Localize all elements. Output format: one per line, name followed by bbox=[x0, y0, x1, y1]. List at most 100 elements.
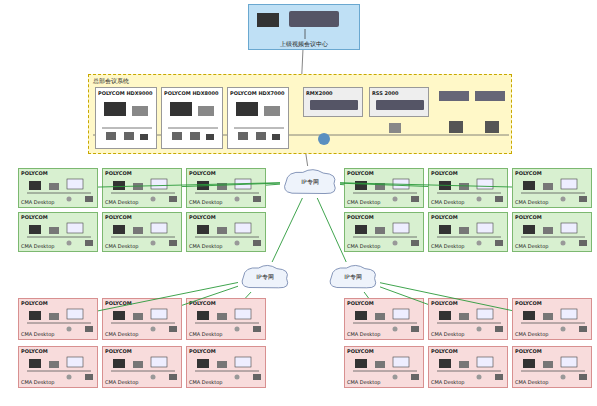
site-box: POLYCOM CMA Desktop bbox=[18, 346, 98, 388]
network-link bbox=[302, 50, 303, 74]
site-box: POLYCOMCMA Desktop bbox=[102, 298, 182, 340]
node-caption: CMA Desktop bbox=[189, 379, 222, 386]
network-cloud: IP专网 bbox=[280, 166, 340, 198]
site-box: POLYCOM CMA Desktop bbox=[102, 168, 182, 208]
node-title: POLYCOM bbox=[431, 348, 458, 355]
network-link bbox=[98, 282, 238, 310]
device-icons bbox=[162, 88, 224, 150]
node-caption: CMA Desktop bbox=[105, 199, 138, 206]
site-box: POLYCOM CMA Desktop bbox=[186, 168, 266, 208]
node-title: POLYCOM bbox=[105, 348, 132, 355]
node-title: POLYCOM bbox=[515, 214, 542, 221]
node-caption: CMA Desktop bbox=[347, 331, 380, 338]
network-link bbox=[98, 183, 280, 187]
node-caption: CMA Desktop bbox=[347, 243, 380, 250]
network-cloud: IP专网 bbox=[326, 262, 380, 292]
device-icons bbox=[228, 88, 290, 150]
node-title: POLYCOM HDX8000 bbox=[164, 90, 219, 97]
network-link bbox=[364, 292, 368, 298]
node-caption: CMA Desktop bbox=[515, 243, 548, 250]
site-box: POLYCOM CMA Desktop bbox=[186, 298, 266, 340]
node-caption: CMA Desktop bbox=[105, 379, 138, 386]
site-box: 上级视频会议中心 bbox=[248, 4, 360, 50]
site-box: POLYCOMCMA Desktop bbox=[344, 168, 424, 208]
site-box: POLYCOM HDX8000 bbox=[161, 87, 223, 149]
node-title: 上级视频会议中心 bbox=[249, 40, 359, 47]
node-title: POLYCOM bbox=[189, 214, 216, 221]
node-caption: CMA Desktop bbox=[515, 379, 548, 386]
node-title: POLYCOM bbox=[105, 214, 132, 221]
site-box: POLYCOM CMA Desktop bbox=[512, 298, 592, 340]
node-caption: CMA Desktop bbox=[189, 199, 222, 206]
site-box: POLYCOM HDX7000 bbox=[227, 87, 289, 149]
node-title: RMX2000 bbox=[306, 90, 333, 97]
network-link bbox=[380, 287, 428, 305]
node-title: IP专网 bbox=[238, 273, 292, 280]
node-caption: CMA Desktop bbox=[431, 199, 464, 206]
node-caption: CMA Desktop bbox=[189, 331, 222, 338]
node-caption: CMA Desktop bbox=[347, 379, 380, 386]
site-box: POLYCOMCMA Desktop bbox=[512, 168, 592, 208]
site-box: POLYCOM CMA Desktop bbox=[428, 212, 508, 252]
node-title: POLYCOM bbox=[515, 348, 542, 355]
node-title: POLYCOM HDX9000 bbox=[98, 90, 153, 97]
site-box: POLYCOM CMA Desktop bbox=[428, 168, 508, 208]
node-title: IP专网 bbox=[280, 178, 340, 185]
node-caption: CMA Desktop bbox=[189, 243, 222, 250]
network-link bbox=[246, 292, 252, 298]
site-box: POLYCOM CMA Desktop bbox=[512, 346, 592, 388]
network-link bbox=[306, 154, 308, 166]
node-title: POLYCOM bbox=[347, 300, 374, 307]
network-link bbox=[182, 183, 280, 187]
node-title: POLYCOM bbox=[431, 300, 458, 307]
site-box: RMX2000 bbox=[303, 87, 363, 117]
node-title: POLYCOM bbox=[347, 348, 374, 355]
site-box: POLYCOMCMA Desktop bbox=[428, 298, 508, 340]
node-title: POLYCOM bbox=[189, 300, 216, 307]
node-caption: CMA Desktop bbox=[21, 199, 54, 206]
node-title: POLYCOM bbox=[21, 170, 48, 177]
site-box: POLYCOM CMA Desktop bbox=[18, 168, 98, 208]
node-caption: CMA Desktop bbox=[21, 331, 54, 338]
node-title: IP专网 bbox=[326, 273, 380, 280]
device-icons bbox=[96, 88, 158, 150]
node-title: POLYCOM bbox=[515, 300, 542, 307]
node-caption: CMA Desktop bbox=[21, 379, 54, 386]
node-title: POLYCOM bbox=[347, 214, 374, 221]
headquarters-band: 总部会议系统 POLYCOM HDX9000 POLYCOM HDX8000 POLY… bbox=[88, 74, 512, 154]
node-title: POLYCOM bbox=[105, 170, 132, 177]
node-caption: CMA Desktop bbox=[431, 243, 464, 250]
network-link bbox=[317, 198, 346, 262]
node-title: POLYCOM bbox=[515, 170, 542, 177]
site-box: POLYCOM CMA Desktop bbox=[512, 212, 592, 252]
node-caption: CMA Desktop bbox=[105, 243, 138, 250]
node-title: POLYCOM bbox=[431, 214, 458, 221]
node-title: POLYCOM bbox=[21, 348, 48, 355]
node-caption: CMA Desktop bbox=[347, 199, 380, 206]
site-box: POLYCOM CMA Desktop bbox=[18, 298, 98, 340]
site-box: POLYCOM CMA Desktop bbox=[102, 346, 182, 388]
site-box: RSS 2000 bbox=[369, 87, 429, 117]
site-box: POLYCOMCMA Desktop bbox=[428, 346, 508, 388]
network-link bbox=[340, 183, 428, 186]
network-link bbox=[272, 198, 302, 262]
node-title: POLYCOM bbox=[105, 300, 132, 307]
site-box: POLYCOM CMA Desktop bbox=[344, 212, 424, 252]
network-link bbox=[340, 184, 344, 185]
node-title: POLYCOM bbox=[189, 170, 216, 177]
node-title: 总部会议系统 bbox=[93, 77, 129, 84]
site-box: POLYCOMCMA Desktop bbox=[186, 346, 266, 388]
node-title: POLYCOM HDX7000 bbox=[230, 90, 285, 97]
site-box: POLYCOM CMA Desktop bbox=[186, 212, 266, 252]
site-box: POLYCOM HDX9000 bbox=[95, 87, 157, 149]
node-title: POLYCOM bbox=[21, 300, 48, 307]
network-link bbox=[182, 286, 238, 305]
node-caption: CMA Desktop bbox=[515, 331, 548, 338]
site-box: POLYCOM CMA Desktop bbox=[102, 212, 182, 252]
node-title: POLYCOM bbox=[431, 170, 458, 177]
site-box: POLYCOM CMA Desktop bbox=[344, 298, 424, 340]
node-title: POLYCOM bbox=[21, 214, 48, 221]
network-cloud: IP专网 bbox=[238, 262, 292, 292]
